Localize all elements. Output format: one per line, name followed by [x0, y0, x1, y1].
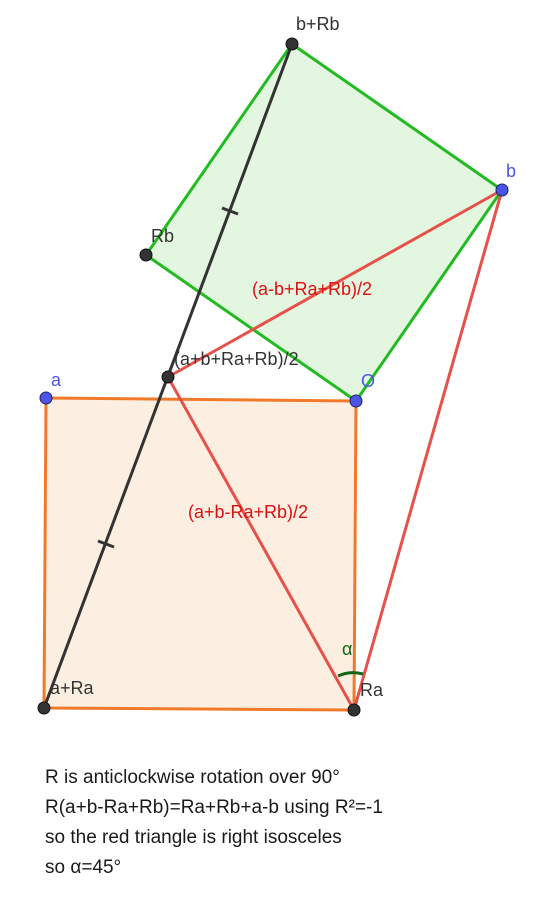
- point-o[interactable]: [349, 394, 363, 408]
- point-midpoint[interactable]: [161, 370, 175, 384]
- caption-line-2: R(a+b-Ra+Rb)=Ra+Rb+a-b using R²=-1: [45, 797, 383, 818]
- red-segment-ra-to-b: [352, 189, 504, 711]
- caption: R is anticlockwise rotation over 90° R(a…: [45, 763, 525, 883]
- label-a-plus-ra: a+Ra: [50, 678, 95, 698]
- caption-line-4: so α=45°: [45, 857, 122, 878]
- angle-alpha-arc: [337, 671, 364, 678]
- caption-line-1: R is anticlockwise rotation over 90°: [45, 767, 340, 788]
- point-ra[interactable]: [347, 703, 361, 717]
- point-a-plus-ra[interactable]: [37, 701, 51, 715]
- label-angle-alpha: α: [342, 639, 352, 659]
- red-segment-midpoint-to-ra: [166, 376, 356, 711]
- point-b-plus-rb[interactable]: [285, 37, 299, 51]
- green-square: [144, 42, 504, 403]
- label-ra: Ra: [360, 680, 384, 700]
- label-b: b: [506, 161, 516, 181]
- point-b[interactable]: [495, 183, 509, 197]
- point-a[interactable]: [39, 391, 53, 405]
- label-lower-red-segment: (a+b-Ra+Rb)/2: [188, 502, 308, 522]
- caption-line-3: so the red triangle is right isosceles: [45, 827, 342, 848]
- point-rb[interactable]: [139, 248, 153, 262]
- label-rb: Rb: [151, 226, 174, 246]
- tick-mark-upper: [221, 206, 239, 216]
- label-a: a: [51, 370, 62, 390]
- red-segment-midpoint-to-b: [167, 188, 503, 379]
- label-o: O: [361, 371, 375, 391]
- label-b-plus-rb: b+Rb: [296, 14, 340, 34]
- tick-mark-lower: [97, 539, 115, 549]
- label-upper-red-segment: (a-b+Ra+Rb)/2: [252, 279, 372, 299]
- label-midpoint: (a+b+Ra+Rb)/2: [174, 349, 299, 369]
- orange-square: [42, 396, 358, 712]
